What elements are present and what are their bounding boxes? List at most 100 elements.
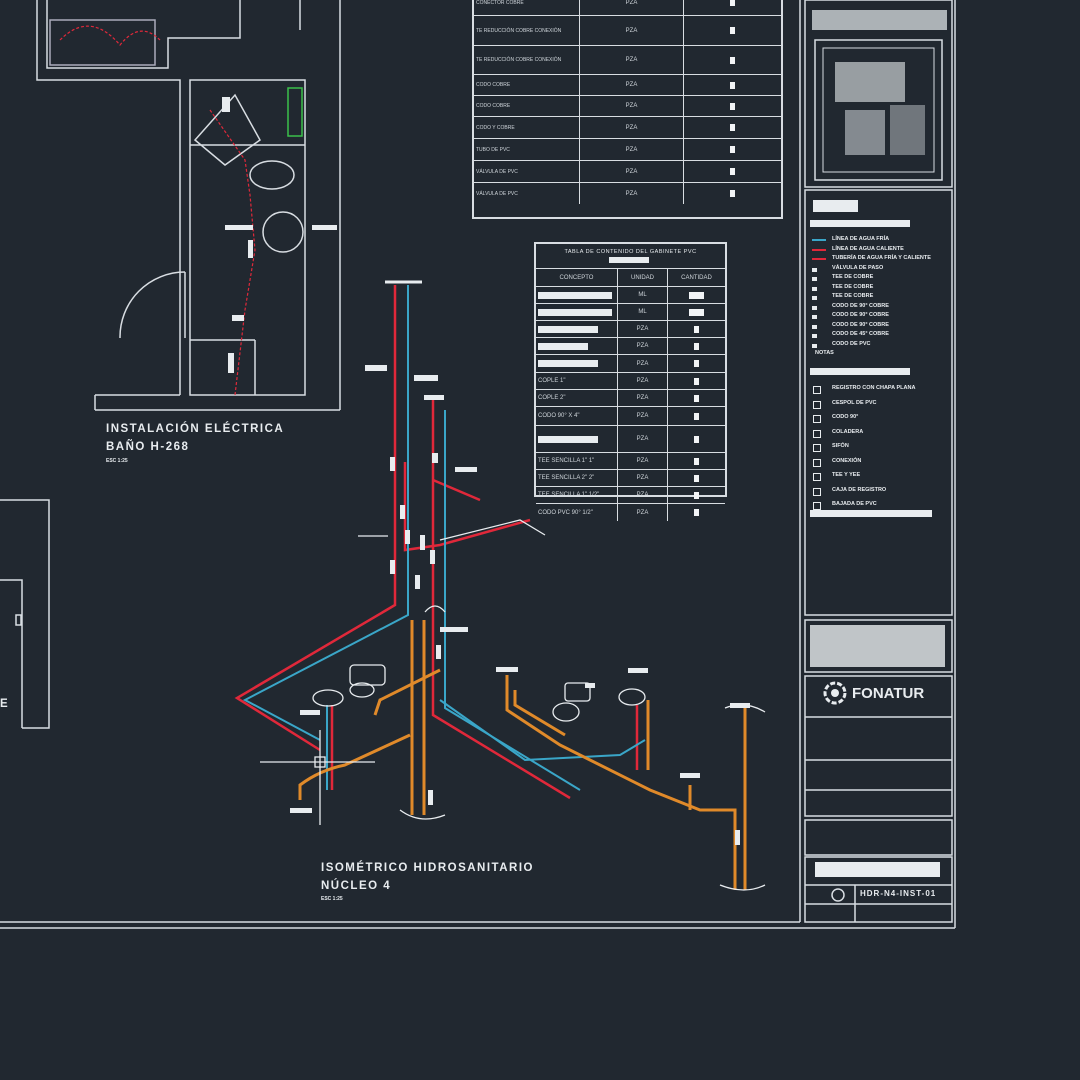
quantity-cell bbox=[684, 46, 781, 74]
pipe-line-icon bbox=[812, 239, 826, 241]
concept-cell: VÁLVULA DE PVC bbox=[474, 161, 580, 182]
logo-text: FONATUR bbox=[852, 684, 925, 702]
plan-scale: ESC 1:25 bbox=[106, 458, 128, 464]
quantity-cell bbox=[684, 96, 781, 116]
symbol-icon bbox=[813, 386, 821, 394]
plan-title: INSTALACIÓN ELÉCTRICA bbox=[106, 423, 285, 435]
plan-subtitle: BAÑO H-268 bbox=[106, 441, 190, 453]
redacted-bar bbox=[538, 308, 612, 316]
table-row: CODO PVC 90° 1/2"PZA bbox=[536, 504, 725, 521]
quantity-value bbox=[694, 377, 699, 385]
symbol-icon bbox=[813, 473, 821, 481]
quantity-cell bbox=[684, 16, 781, 45]
quantity-value bbox=[730, 27, 735, 34]
site-plan-thumbnail bbox=[810, 10, 947, 877]
concept-cell bbox=[536, 287, 618, 303]
quantity-cell bbox=[668, 321, 725, 337]
iso-subtitle: NÚCLEO 4 bbox=[321, 880, 392, 892]
symbol-icon bbox=[813, 415, 821, 423]
concept-cell: CODO Y COBRE bbox=[474, 117, 580, 138]
sheet-code: HDR-N4-INST-01 bbox=[860, 889, 937, 898]
unit-cell: ML bbox=[618, 287, 668, 303]
concept-cell: TEE SENCILLA 1" 1" bbox=[536, 453, 618, 469]
unit-cell: PZA bbox=[618, 470, 668, 486]
unit-cell: PZA bbox=[618, 426, 668, 452]
table-row: ML bbox=[536, 287, 725, 304]
drain-pipe bbox=[298, 620, 747, 890]
symbol-icon bbox=[813, 400, 821, 409]
col-header-unit: UNIDAD bbox=[618, 269, 668, 286]
notes-heading: NOTAS bbox=[815, 350, 834, 356]
unit-cell: PZA bbox=[618, 338, 668, 354]
redacted-bar bbox=[538, 291, 612, 299]
fitting-icon bbox=[812, 286, 817, 291]
lavatory-icon bbox=[618, 688, 646, 706]
fitting-icon bbox=[812, 315, 817, 319]
col-header-concept: CONCEPTO bbox=[536, 269, 618, 286]
symbol-icon bbox=[813, 444, 821, 452]
symbol-legend-item: BAJADA DE PVC bbox=[832, 501, 877, 507]
table-row: TEE SENCILLA 1" 1/2"PZA bbox=[536, 487, 725, 504]
redacted-bar bbox=[538, 360, 598, 367]
symbol-legend-item: CESPOL DE PVC bbox=[832, 399, 877, 406]
col-header-quantity: CANTIDAD bbox=[681, 274, 712, 281]
fitting-icon bbox=[812, 305, 817, 310]
concept-cell bbox=[536, 426, 618, 452]
fitting-icon bbox=[812, 277, 817, 281]
unit-cell: PZA bbox=[580, 46, 684, 74]
quantity-cell bbox=[668, 453, 725, 469]
iso-scale: ESC 1:25 bbox=[321, 896, 343, 902]
legend-item: CODO DE 90° COBRE bbox=[832, 302, 889, 309]
quantity-cell bbox=[684, 139, 781, 160]
symbol-icon bbox=[813, 502, 821, 510]
pipe-tags bbox=[290, 365, 750, 845]
unit-cell: PZA bbox=[580, 75, 684, 95]
concept-cell bbox=[536, 321, 618, 337]
fitting-icon bbox=[812, 324, 817, 329]
quantity-cell bbox=[668, 304, 725, 320]
quantity-value bbox=[694, 435, 699, 443]
concept-cell: CODO 90° X 4" bbox=[536, 407, 618, 425]
fitting-icon bbox=[812, 334, 817, 338]
legend-item: TEE DE COBRE bbox=[832, 283, 874, 290]
quantity-cell bbox=[668, 426, 725, 452]
pvc-table-subtitle-bar bbox=[609, 257, 649, 263]
legend-item: TUBERÍA DE AGUA FRÍA Y CALIENTE bbox=[832, 255, 931, 261]
lavatory-icon bbox=[312, 689, 344, 707]
quantity-value bbox=[694, 474, 699, 482]
table-row: PZA bbox=[536, 355, 725, 373]
bathroom-plan bbox=[36, 0, 341, 411]
concept-cell: TEE SENCILLA 2" 2" bbox=[536, 470, 618, 486]
symbol-legend-item: REGISTRO CON CHAPA PLANA bbox=[832, 385, 916, 391]
fonatur-logo: FONATUR bbox=[822, 680, 924, 706]
quantity-value bbox=[694, 325, 699, 333]
concept-cell: COPLE 1" bbox=[536, 373, 618, 389]
quantity-cell bbox=[668, 407, 725, 425]
unit-cell: PZA bbox=[618, 407, 668, 425]
quantity-cell bbox=[668, 504, 725, 521]
legend-item: VÁLVULA DE PASO bbox=[832, 264, 884, 271]
concept-cell: CODO COBRE bbox=[474, 75, 580, 95]
quantity-cell bbox=[668, 390, 725, 406]
iso-title: ISOMÉTRICO HIDROSANITARIO bbox=[321, 862, 534, 874]
quantity-value bbox=[694, 509, 699, 516]
unit-cell: PZA bbox=[618, 487, 668, 503]
quantity-cell bbox=[684, 0, 781, 15]
unit-cell: PZA bbox=[580, 117, 684, 138]
symbol-legend-item: TEE Y YEE bbox=[832, 472, 861, 478]
left-fragment-text: E bbox=[0, 698, 10, 710]
unit-cell: PZA bbox=[580, 161, 684, 182]
plan-tags bbox=[222, 97, 337, 373]
pipe-line-icon bbox=[812, 248, 826, 251]
quantity-cell bbox=[668, 355, 725, 372]
fitting-icon bbox=[812, 296, 817, 300]
redacted-bar bbox=[538, 325, 598, 333]
unit-cell: PZA bbox=[580, 96, 684, 116]
legend-item: LÍNEA DE AGUA FRÍA bbox=[832, 236, 890, 242]
